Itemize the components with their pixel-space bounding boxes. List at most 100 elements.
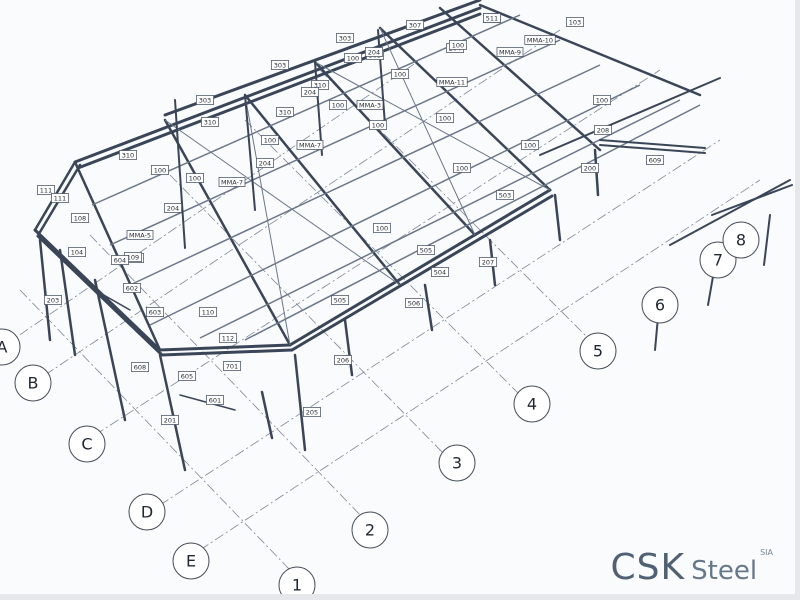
member-tag-label: 201 [164, 417, 176, 425]
member-tag: MMA-7 [218, 177, 246, 187]
member-tag-label: 609 [649, 157, 661, 165]
member-tag: 506 [405, 298, 423, 308]
member-tag-label: 505 [334, 297, 346, 305]
member-tag-label: 604 [114, 257, 126, 265]
member-tag: MMA-11 [436, 77, 468, 87]
member-tag-label: MMA-7 [221, 179, 243, 187]
grid-bubble-8-label: 8 [736, 231, 746, 250]
member-tag: 100 [344, 53, 362, 63]
member-tag-label: 307 [409, 22, 421, 30]
roof-frame [33, 0, 721, 357]
grid-line-3 [169, 174, 446, 456]
member-tag-label: 100 [347, 55, 359, 63]
member-tag-label: 310 [279, 109, 291, 117]
member-tag: 310 [119, 150, 137, 160]
member-tag-label: 110 [202, 309, 214, 317]
member-tag-label: MMA-9 [499, 49, 521, 57]
column [158, 353, 187, 472]
member-tag-label: 100 [394, 71, 406, 79]
grid-bubble-1: 1 [278, 566, 316, 600]
member-tag-label: 601 [209, 397, 221, 405]
column [58, 248, 77, 357]
grid-bubble-a-label: A [0, 338, 8, 357]
member-tag: MMA-3 [356, 100, 384, 110]
member-tag-label: 303 [199, 97, 211, 105]
rafter-3 [243, 93, 402, 287]
member-tag-label: 100 [456, 165, 468, 173]
rafter-2 [163, 118, 292, 347]
member-tag: MMA-5 [126, 230, 154, 240]
member-tag-label: MMA-3 [359, 102, 381, 110]
member-tag: 100 [373, 223, 391, 233]
member-tag: 303 [196, 95, 214, 105]
logo-secondary: Steel [691, 556, 758, 586]
member-tag-label: MMA-5 [129, 232, 151, 240]
member-tag-label: 100 [596, 97, 608, 105]
member-tag-label: 100 [376, 225, 388, 233]
member-tag-label: 100 [439, 115, 451, 123]
member-tag-label: 208 [597, 127, 609, 135]
member-tag-label: 505 [420, 247, 432, 255]
grid-bubble-8: 8 [722, 221, 760, 259]
member-tags: 102103307303303303303204100310310310310M… [37, 13, 664, 425]
column [174, 99, 186, 249]
member-tag: 204 [301, 87, 319, 97]
column [314, 61, 323, 156]
extension-frame [539, 77, 721, 156]
column [293, 353, 307, 452]
member-tag: 111 [37, 185, 55, 195]
grid-bubble-4: 4 [513, 385, 551, 423]
member-tag: 108 [71, 213, 89, 223]
grid-bubble-c: C [68, 425, 106, 463]
grid-bubble-d-label: D [141, 503, 153, 522]
member-tag: 206 [334, 355, 352, 365]
column [260, 390, 274, 440]
member-tag-label: 602 [126, 285, 138, 293]
member-tag: 701 [223, 361, 241, 371]
grid-line-2 [89, 234, 366, 521]
grid-bubble-e-label: E [186, 552, 196, 571]
grid-bubble-2: 2 [351, 511, 389, 549]
member-tag: MMA-10 [524, 35, 556, 45]
member-tag: 504 [431, 267, 449, 277]
member-tag: 608 [131, 362, 149, 372]
column [553, 193, 562, 242]
member-tag-label: 310 [204, 119, 216, 127]
member-tag: 605 [178, 371, 196, 381]
member-tag-label: 109 [127, 254, 139, 262]
rafter-7 [478, 3, 702, 97]
member-tag: 303 [336, 33, 354, 43]
member-tag: 100 [436, 113, 454, 123]
member-tag: 303 [271, 60, 289, 70]
member-tag: 505 [417, 245, 435, 255]
member-tag-label: 506 [408, 300, 420, 308]
grid-bubble-5: 5 [579, 332, 617, 370]
member-tag-label: 204 [259, 160, 271, 168]
column [423, 283, 434, 332]
grid-line-b [44, 29, 561, 376]
member-tag: 603 [146, 307, 164, 317]
company-logo: CSK Steel SIA [611, 547, 773, 588]
member-tag-label: 608 [134, 364, 146, 372]
member-tag-label: 203 [47, 297, 59, 305]
member-tag: 100 [453, 163, 471, 173]
member-tag-label: 205 [306, 409, 318, 417]
grid-bubble-e: E [172, 542, 210, 580]
member-tag-label: 503 [499, 192, 511, 200]
grid-bubble-3: 3 [438, 444, 476, 482]
member-tag: 100 [449, 40, 467, 50]
member-tag-label: 603 [149, 309, 161, 317]
column [377, 29, 386, 126]
member-tag-label: MMA-10 [527, 37, 553, 45]
member-tag: 207 [479, 257, 497, 267]
member-tag-label: 100 [154, 167, 166, 175]
member-tag: 609 [646, 155, 664, 165]
member-tag: 104 [68, 247, 86, 257]
member-tag: 505 [331, 295, 349, 305]
member-tag-label: 200 [584, 165, 596, 173]
member-tag-label: 100 [332, 102, 344, 110]
grid-line-e [199, 179, 761, 551]
member-tag: 204 [164, 203, 182, 213]
member-tag: 203 [44, 295, 62, 305]
